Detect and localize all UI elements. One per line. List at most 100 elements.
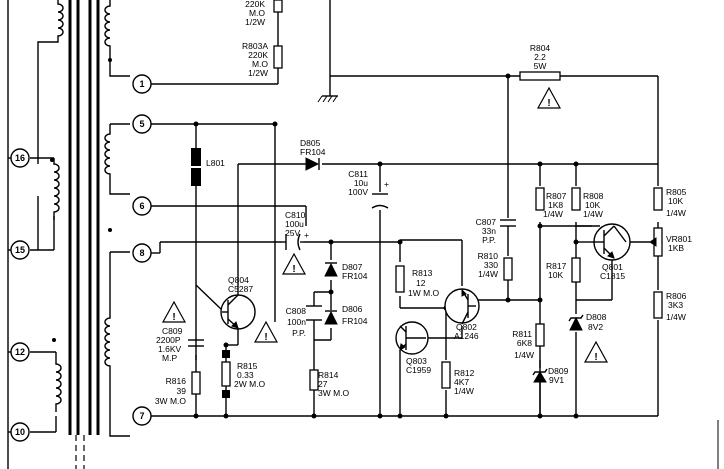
ground-symbol <box>317 95 338 103</box>
svg-text:330: 330 <box>484 260 498 270</box>
svg-text:R814: R814 <box>318 370 339 380</box>
warning-triangle-r804: ! <box>536 86 562 109</box>
d807-diode: D807 FR104 <box>324 262 368 281</box>
q801-transistor: Q801 C1815 <box>592 223 631 281</box>
svg-text:R807: R807 <box>546 191 567 201</box>
r811-resistor: R811 6K8 1/4W <box>512 323 545 360</box>
svg-text:Q803: Q803 <box>406 356 427 366</box>
svg-text:100u: 100u <box>285 219 304 229</box>
svg-text:D809: D809 <box>548 366 569 376</box>
svg-text:3W M.O: 3W M.O <box>318 388 350 398</box>
svg-text:D806: D806 <box>342 304 363 314</box>
svg-text:VR801: VR801 <box>666 234 692 244</box>
svg-text:R803A: R803A <box>242 41 268 51</box>
svg-text:0.33: 0.33 <box>237 370 254 380</box>
pin-7: 7 <box>132 406 152 426</box>
svg-text:C808: C808 <box>286 306 307 316</box>
svg-text:2200P: 2200P <box>156 335 181 345</box>
c809-capacitor: C809 2200P 1.6KV M.P <box>156 326 204 363</box>
warning-triangle-d808: ! <box>583 340 609 363</box>
pin-1: 1 <box>132 74 152 94</box>
svg-text:100n: 100n <box>287 317 306 327</box>
svg-text:7: 7 <box>139 411 144 421</box>
svg-text:39: 39 <box>177 386 187 396</box>
svg-text:5W: 5W <box>534 61 547 71</box>
r810-resistor: R810 330 1/4W <box>478 251 513 281</box>
r803a-resistor: R803A 220K M.O 1/2W <box>242 41 283 78</box>
svg-text:4K7: 4K7 <box>454 377 469 387</box>
svg-text:!: ! <box>172 312 175 323</box>
r805-resistor: R805 10K 1/4W <box>653 187 687 218</box>
svg-text:+: + <box>384 179 389 189</box>
svg-text:R815: R815 <box>237 361 258 371</box>
r807-resistor: R807 1K8 1/4W <box>535 187 567 219</box>
svg-text:1/4W: 1/4W <box>666 312 686 322</box>
svg-text:P.P.: P.P. <box>482 235 496 245</box>
svg-text:1/2W: 1/2W <box>248 68 268 78</box>
r813-resistor: R813 12 1W M.O <box>395 265 440 298</box>
r804-resistor: R804 2.2 5W <box>519 43 561 81</box>
r815-resistor: R815 0.33 2W M.O <box>221 350 266 398</box>
svg-text:1/4W: 1/4W <box>583 209 603 219</box>
svg-text:6: 6 <box>139 201 144 211</box>
svg-text:R804: R804 <box>530 43 551 53</box>
svg-text:C810: C810 <box>285 210 306 220</box>
pin-12: 12 <box>8 342 30 362</box>
svg-text:1/4W: 1/4W <box>478 269 498 279</box>
svg-text:R813: R813 <box>412 268 433 278</box>
svg-text:10u: 10u <box>354 178 368 188</box>
svg-text:D808: D808 <box>586 312 607 322</box>
svg-text:FR104: FR104 <box>342 316 368 326</box>
svg-text:R816: R816 <box>166 376 187 386</box>
svg-text:M.P: M.P <box>162 353 177 363</box>
pin-16: 16 <box>8 148 30 168</box>
svg-text:2W M.O: 2W M.O <box>234 379 266 389</box>
svg-text:10K: 10K <box>668 196 683 206</box>
pin-15: 15 <box>8 240 30 260</box>
svg-text:Q804: Q804 <box>228 275 249 285</box>
svg-text:220K: 220K <box>245 0 265 9</box>
svg-text:M.O: M.O <box>249 8 265 18</box>
svg-text:1KB: 1KB <box>668 243 684 253</box>
svg-text:C1815: C1815 <box>600 271 625 281</box>
svg-text:1/4W: 1/4W <box>454 386 474 396</box>
r817-resistor: R817 10K <box>546 257 581 283</box>
svg-text:8V2: 8V2 <box>588 322 603 332</box>
svg-text:R808: R808 <box>583 191 604 201</box>
svg-text:R811: R811 <box>512 329 532 339</box>
svg-text:R810: R810 <box>478 251 499 261</box>
svg-text:5: 5 <box>139 119 144 129</box>
svg-text:8: 8 <box>139 248 144 258</box>
d809-zener-diode: D809 9V1 <box>532 366 569 416</box>
svg-text:FR104: FR104 <box>300 147 326 157</box>
svg-text:1.6KV: 1.6KV <box>158 344 181 354</box>
l801-inductor: L801 <box>191 148 225 186</box>
svg-text:16: 16 <box>15 153 25 163</box>
r806-resistor: R806 3K3 1/4W <box>653 291 687 322</box>
svg-text:P.P.: P.P. <box>292 328 306 338</box>
r816-resistor: R816 39 3W M.O <box>155 371 201 406</box>
svg-text:27: 27 <box>318 379 328 389</box>
svg-text:1/4W: 1/4W <box>666 208 686 218</box>
svg-text:C811: C811 <box>348 169 368 179</box>
svg-text:D807: D807 <box>342 262 363 272</box>
svg-text:FR104: FR104 <box>342 271 368 281</box>
warning-triangle-q804: ! <box>253 320 279 343</box>
wiring <box>151 0 659 417</box>
svg-text:C809: C809 <box>162 326 183 336</box>
svg-text:10: 10 <box>15 427 25 437</box>
d805-diode: D805 FR104 <box>300 138 326 171</box>
q802-transistor: Q802 A1246 <box>444 288 480 341</box>
svg-text:220K: 220K <box>248 50 268 60</box>
c808-capacitor: C808 100n P.P. <box>286 305 322 338</box>
d808-zener-diode: D808 8V2 <box>568 312 607 332</box>
svg-text:R817: R817 <box>546 261 567 271</box>
svg-text:R805: R805 <box>666 187 687 197</box>
svg-text:25V: 25V <box>285 228 300 238</box>
vr801-potentiometer: VR801 1KB <box>649 227 692 257</box>
c810-capacitor: + C810 100u 25V <box>282 210 309 251</box>
svg-text:A1246: A1246 <box>454 331 479 341</box>
svg-text:!: ! <box>594 352 597 363</box>
d806-diode: D806 FR104 <box>324 304 368 326</box>
